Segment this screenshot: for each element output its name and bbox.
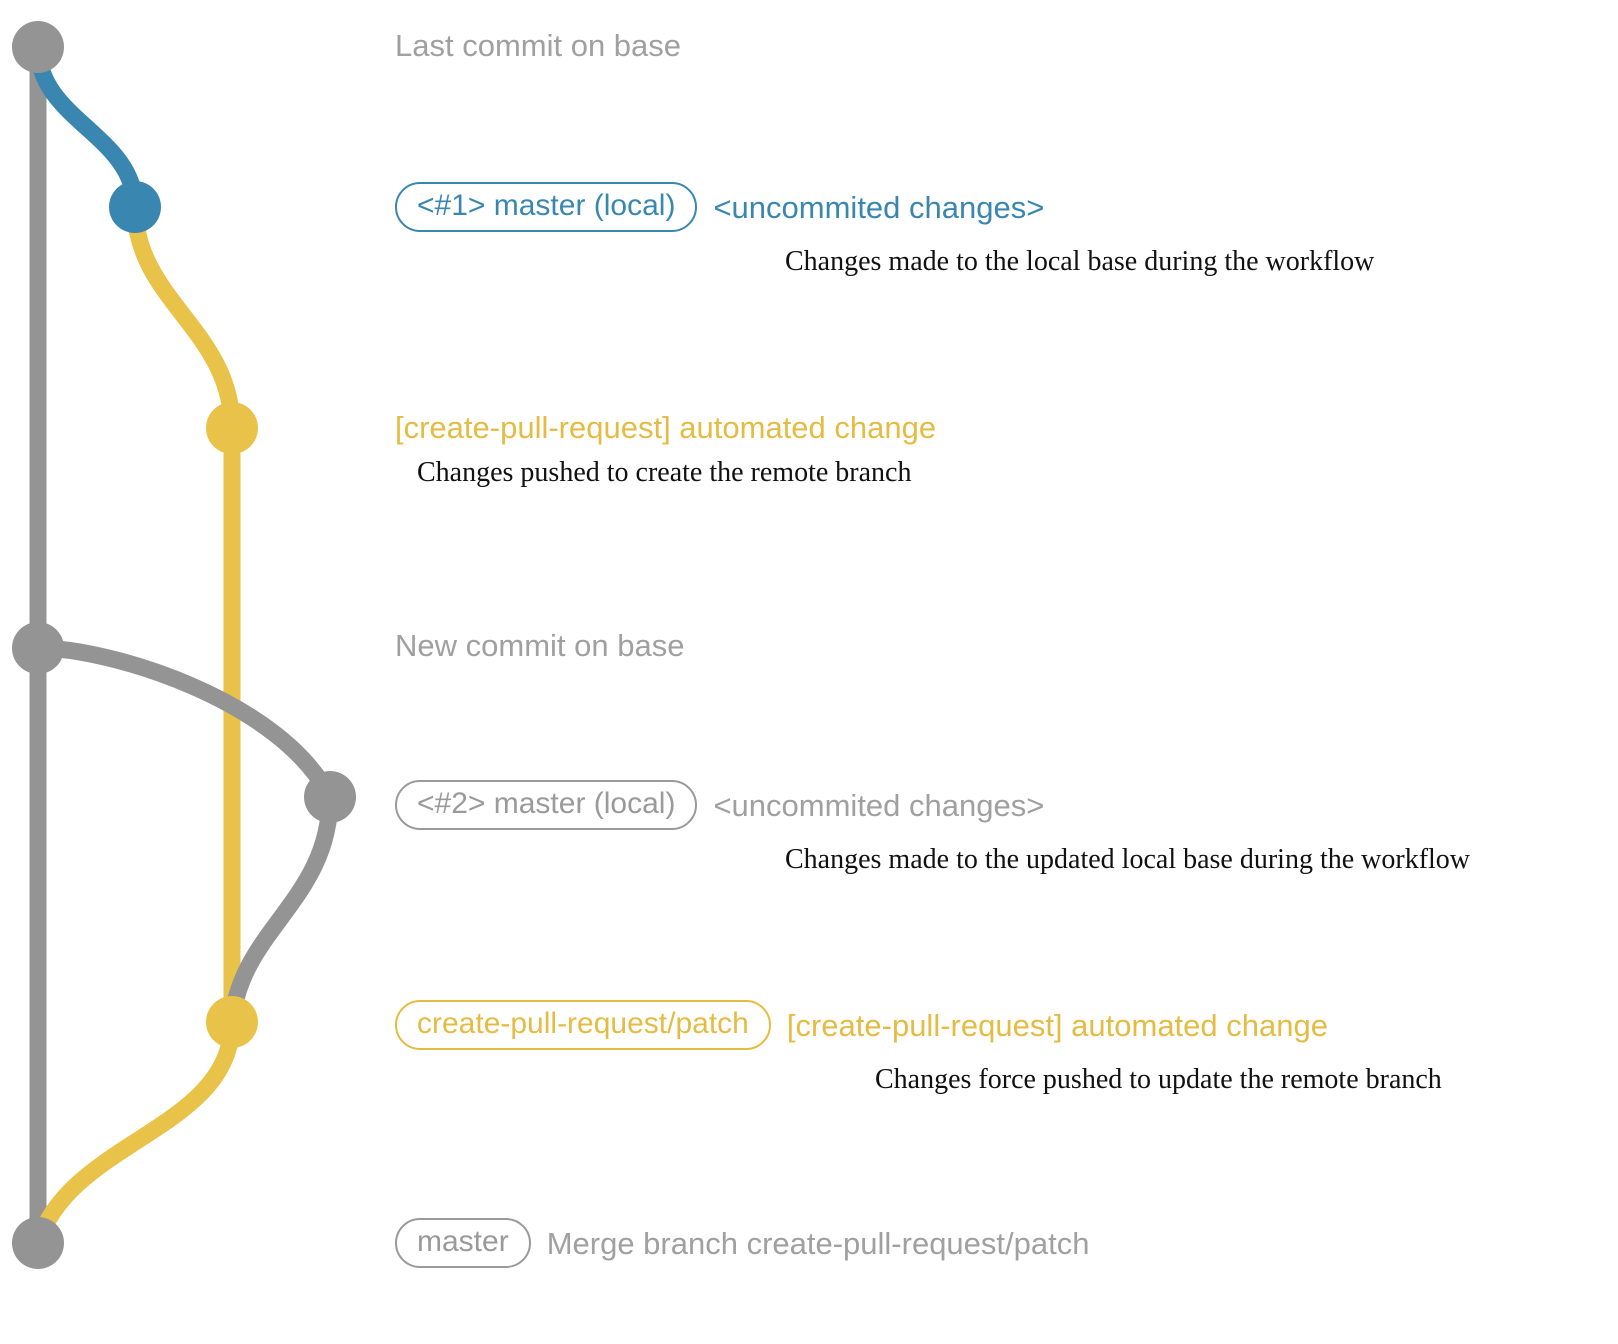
- branch-badge-create-pull-request-patch[interactable]: create-pull-request/patch: [395, 1000, 771, 1050]
- commit-message-merge-branch: Merge branch create-pull-request/patch: [546, 1225, 1090, 1261]
- branch-badge-master-local-1[interactable]: <#1> master (local): [395, 182, 698, 232]
- commit-message-automated-change-1: [create-pull-request] automated change: [395, 410, 937, 445]
- node-patch-commit-2[interactable]: [206, 996, 258, 1048]
- commit-graph: [12, 21, 356, 1269]
- note-automated-change-1: Changes pushed to create the remote bran…: [417, 457, 912, 488]
- branch-badge-master[interactable]: master: [395, 1218, 531, 1268]
- row-master-local-2: <#2> master (local) <uncommited changes>…: [395, 780, 1470, 874]
- row-merge-branch: master Merge branch create-pull-request/…: [395, 1218, 1089, 1268]
- node-merge-commit[interactable]: [12, 1217, 64, 1269]
- patch-2-to-merge-edge: [29, 1013, 241, 1252]
- branch-badge-master-local-2[interactable]: <#2> master (local): [395, 780, 698, 830]
- row-last-commit-on-base: Last commit on base: [395, 30, 681, 61]
- local-2-to-patch-2-edge: [223, 788, 339, 1031]
- commit-message-automated-change-2: [create-pull-request] automated change: [786, 1007, 1328, 1043]
- base-to-local-1-edge: [29, 38, 144, 216]
- commit-message-uncommited-changes-2: <uncommited changes>: [713, 787, 1045, 823]
- node-base-commit-2[interactable]: [12, 622, 64, 674]
- row-master-local-1: <#1> master (local) <uncommited changes>…: [395, 182, 1374, 276]
- node-patch-commit-1[interactable]: [206, 402, 258, 454]
- commit-message-new-commit-on-base: New commit on base: [395, 628, 685, 663]
- base-2-to-local-2-edge: [29, 639, 339, 806]
- commit-message-last-commit-on-base: Last commit on base: [395, 28, 682, 63]
- note-automated-change-2: Changes force pushed to update the remot…: [875, 1064, 1442, 1095]
- commit-message-uncommited-changes-1: <uncommited changes>: [713, 189, 1045, 225]
- note-master-local-2: Changes made to the updated local base d…: [785, 844, 1471, 875]
- note-master-local-1: Changes made to the local base during th…: [785, 246, 1375, 277]
- node-local-commit-2[interactable]: [304, 771, 356, 823]
- row-new-commit-on-base: New commit on base: [395, 630, 684, 661]
- node-local-commit-1[interactable]: [109, 181, 161, 233]
- row-automated-change-1: [create-pull-request] automated change C…: [395, 412, 936, 487]
- row-automated-change-2: create-pull-request/patch [create-pull-r…: [395, 1000, 1442, 1094]
- local-1-to-patch-1-edge: [126, 198, 241, 437]
- node-base-commit-1[interactable]: [12, 21, 64, 73]
